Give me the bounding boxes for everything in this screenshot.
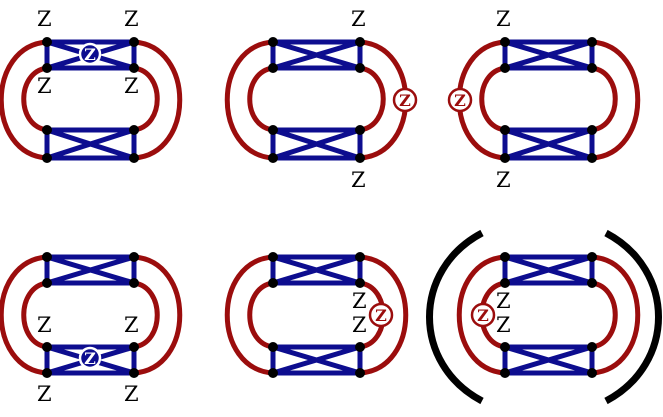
z-badge-text: Z	[375, 306, 387, 325]
z-badge: Z	[78, 346, 102, 370]
outer-loop-left	[224, 254, 274, 376]
inner-loop-right	[359, 65, 386, 133]
nodes	[268, 37, 365, 163]
z-label: Z	[37, 74, 52, 98]
z-badge-text: Z	[399, 91, 411, 110]
z-label: Z	[37, 313, 52, 337]
z-badge: Z	[78, 42, 102, 66]
outer-loop-right	[359, 254, 409, 376]
z-badge: Z	[392, 87, 418, 113]
z-badge: Z	[368, 302, 394, 328]
bottom-box	[44, 127, 137, 161]
inner-loop-left	[21, 280, 48, 350]
outer-loop-right	[591, 254, 641, 376]
z-label: Z	[496, 7, 511, 31]
z-label: Z	[496, 313, 511, 337]
outer-loop-left	[0, 39, 48, 161]
z-label: Z	[37, 7, 52, 31]
top-box	[502, 254, 595, 286]
panel-4: Z Z Z Z Z	[0, 252, 183, 406]
outer-loop-right	[591, 39, 641, 161]
inner-loop-right	[591, 280, 618, 350]
inner-loop-left	[479, 65, 506, 133]
inner-loop-right	[133, 65, 160, 133]
bottom-box	[502, 127, 595, 161]
outer-loop-left	[0, 254, 48, 376]
panel-1: Z Z Z Z Z	[0, 7, 183, 163]
z-badge-text: Z	[84, 45, 96, 64]
top-box	[270, 254, 363, 286]
z-badge-text: Z	[84, 349, 96, 368]
z-label: Z	[351, 7, 366, 31]
panel-5: Z Z Z	[224, 252, 409, 378]
z-label: Z	[496, 289, 511, 313]
z-label: Z	[124, 74, 139, 98]
top-box	[44, 254, 137, 286]
nodes	[500, 252, 597, 378]
z-label: Z	[37, 382, 52, 406]
z-label: Z	[351, 168, 366, 192]
nodes	[42, 37, 139, 163]
nodes	[42, 252, 139, 378]
bottom-box	[502, 344, 595, 376]
nodes	[268, 252, 365, 378]
outer-loop-right	[133, 39, 183, 161]
z-label: Z	[124, 313, 139, 337]
right-bracket	[604, 229, 662, 405]
outer-loop-right	[133, 254, 183, 376]
inner-loop-left	[247, 65, 274, 133]
inner-loop-left	[21, 65, 48, 133]
z-label: Z	[124, 382, 139, 406]
z-label: Z	[352, 289, 367, 313]
top-box	[270, 39, 363, 71]
z-label: Z	[124, 7, 139, 31]
outer-loop-left	[224, 39, 274, 161]
bottom-box	[270, 127, 363, 161]
nodes	[500, 37, 597, 163]
panel-3: Z Z Z	[447, 7, 641, 192]
left-bracket	[426, 229, 484, 405]
panel-2: Z Z Z	[224, 7, 418, 192]
z-label: Z	[352, 313, 367, 337]
panel-6: Z Z Z	[426, 229, 662, 405]
z-label: Z	[496, 168, 511, 192]
top-box	[502, 39, 595, 71]
bottom-box	[270, 344, 363, 376]
inner-loop-right	[591, 65, 618, 133]
inner-loop-left	[247, 280, 274, 350]
z-badge-text: Z	[454, 91, 466, 110]
inner-loop-right	[133, 280, 160, 350]
z-badge: Z	[447, 87, 473, 113]
outer-loop-left	[456, 254, 506, 376]
z-badge-text: Z	[477, 306, 489, 325]
z-badge: Z	[470, 302, 496, 328]
